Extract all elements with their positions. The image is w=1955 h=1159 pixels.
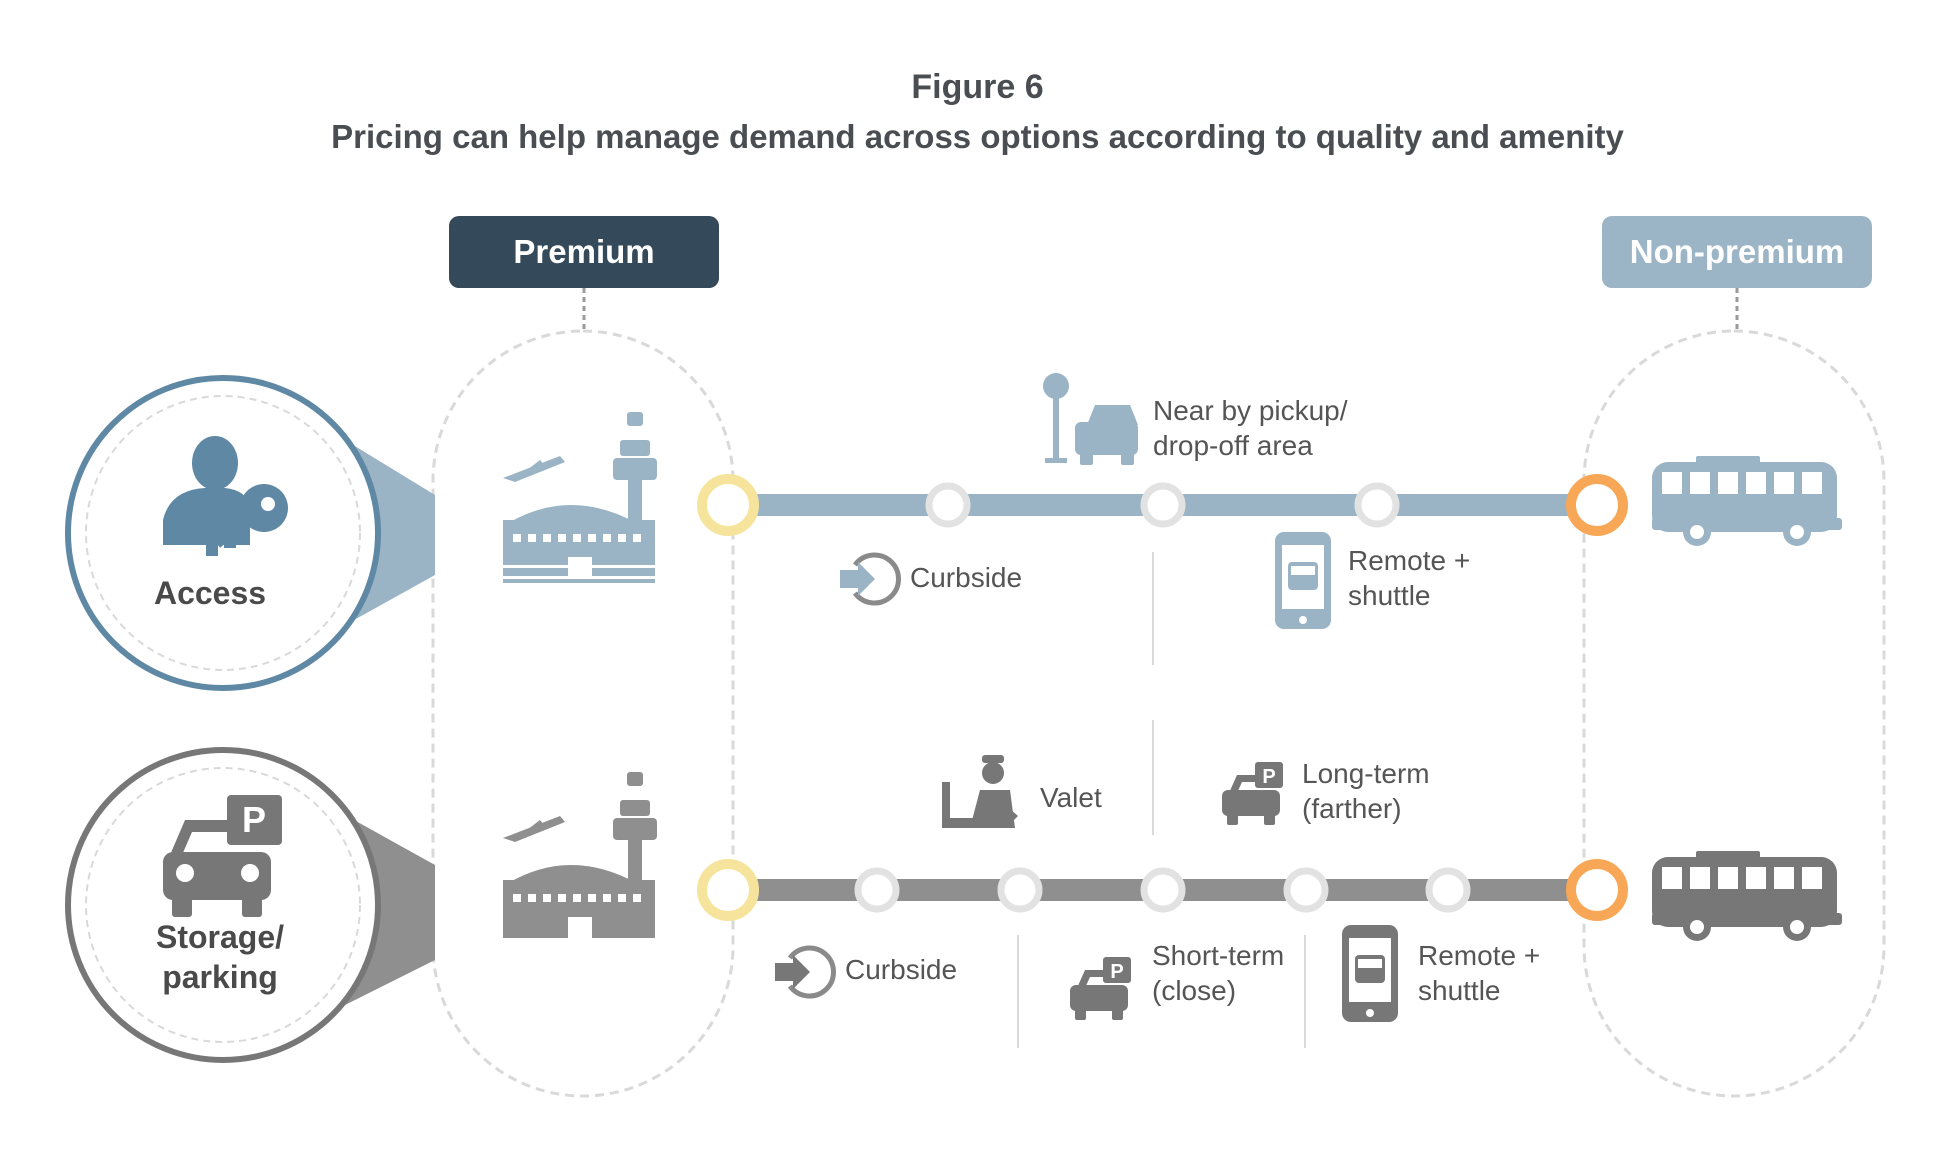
long-term-p-glyph: P — [1262, 766, 1275, 788]
storage-label: Storage/ parking — [155, 919, 285, 995]
phone-shuttle-icon-storage — [1342, 925, 1398, 1022]
bus-icon — [1652, 456, 1842, 546]
car-parking-icon — [163, 795, 282, 917]
airport-icon-storage — [503, 772, 657, 938]
access-node — [1354, 482, 1400, 528]
storage-option-remote: Remote + shuttle — [1418, 940, 1541, 1006]
access-node-premium — [697, 474, 759, 536]
curbside-arrow-icon — [840, 552, 901, 606]
access-node — [1140, 482, 1186, 528]
short-term-p-glyph: P — [1110, 961, 1123, 983]
bus-icon-storage — [1652, 851, 1842, 941]
storage-node — [1425, 867, 1471, 913]
figure-label: Figure 6 — [911, 68, 1044, 106]
access-circle-inner — [85, 395, 361, 671]
long-term-parking-icon — [1222, 762, 1283, 825]
phone-shuttle-icon — [1275, 532, 1331, 629]
storage-node — [854, 867, 900, 913]
non-premium-capsule — [1582, 329, 1886, 1098]
curbside-arrow-icon-storage — [775, 945, 836, 999]
access-option-remote: Remote + shuttle — [1348, 545, 1471, 611]
storage-option-valet: Valet — [1040, 782, 1102, 813]
access-option-curbside: Curbside — [910, 562, 1023, 593]
storage-circle-inner — [85, 767, 361, 1043]
storage-node-premium — [697, 859, 759, 921]
storage-option-long-term: Long-term (farther) — [1302, 758, 1430, 824]
car-left-light — [176, 864, 194, 882]
valet-icon — [942, 755, 1018, 828]
access-node — [925, 482, 971, 528]
car-stop-icon — [1043, 373, 1138, 465]
non-premium-label: Non-premium — [1602, 216, 1872, 288]
access-label: Access — [153, 575, 267, 611]
storage-option-curbside: Curbside — [845, 954, 958, 985]
airport-windows — [513, 534, 641, 938]
storage-option-short-term: Short-term (close) — [1152, 940, 1285, 1006]
storage-node — [1283, 867, 1329, 913]
storage-circle — [65, 747, 381, 1063]
person-key-icon — [163, 436, 288, 556]
access-option-nearby: Near by pickup/ drop-off area — [1153, 395, 1348, 461]
storage-node — [1140, 867, 1186, 913]
storage-node-non-premium — [1566, 859, 1628, 921]
premium-capsule — [431, 329, 735, 1098]
car-right-light — [241, 864, 259, 882]
premium-label: Premium — [449, 216, 719, 288]
storage-node — [997, 867, 1043, 913]
access-node-non-premium — [1566, 474, 1628, 536]
short-term-parking-icon — [1070, 957, 1131, 1020]
key-hole — [261, 497, 275, 511]
figure-title: Pricing can help manage demand across op… — [331, 118, 1624, 155]
parking-p-glyph: P — [242, 799, 266, 840]
